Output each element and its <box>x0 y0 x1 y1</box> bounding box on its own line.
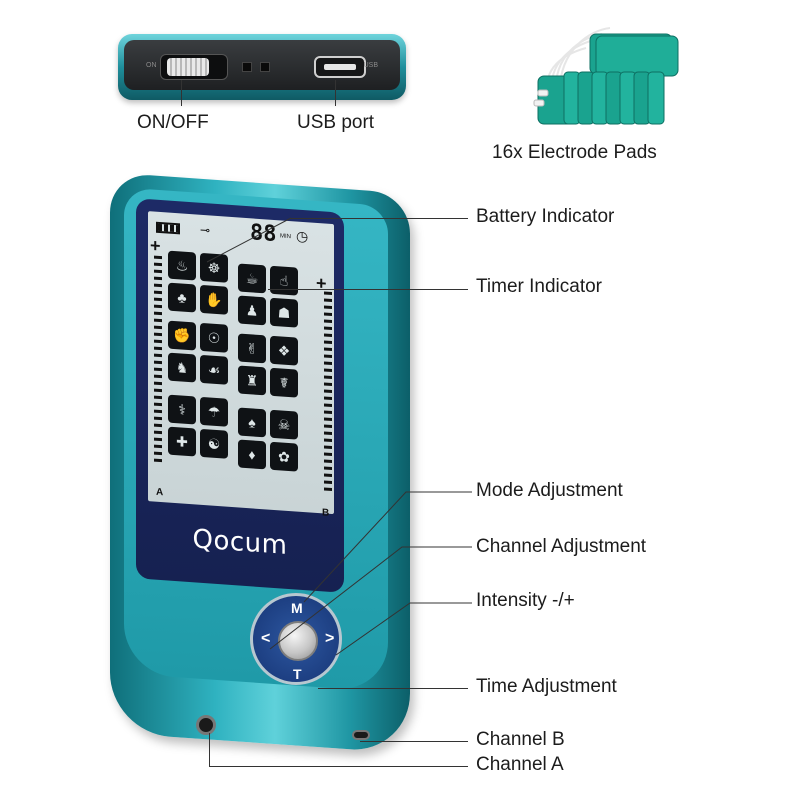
intensity-label: Intensity -/+ <box>476 590 575 611</box>
electrode-connectors <box>533 89 549 107</box>
mode-icon: ☂ <box>200 396 228 427</box>
channel-a-intensity-bars <box>154 255 162 467</box>
on-marking: ON <box>146 62 157 69</box>
mode-icon: ✿ <box>270 441 298 472</box>
intensity-callout-line <box>335 602 472 656</box>
usb-callout-line <box>335 80 336 106</box>
electrode-pad-stack-front <box>537 71 665 125</box>
mode-icon: ☤ <box>270 367 298 398</box>
mode-icon: ✚ <box>168 426 196 457</box>
mode-icon: ✊ <box>168 320 196 351</box>
mode-icon: ♟ <box>238 295 266 326</box>
mode-callout-line <box>303 491 472 603</box>
device-side-panel: ON USB <box>124 40 400 90</box>
time-callout-line <box>318 688 468 689</box>
battery-indicator-label: Battery Indicator <box>476 206 615 227</box>
battery-callout-diagonal <box>206 217 292 263</box>
mode-icon: ⚕ <box>168 394 196 425</box>
time-button[interactable]: T <box>293 666 302 682</box>
electrode-pad-stack-back <box>589 33 679 77</box>
channel-a-jack[interactable] <box>196 715 216 735</box>
mode-icon: ♠ <box>238 407 266 438</box>
mode-icon: ❖ <box>270 335 298 366</box>
mode-icons-a-3: ⚕ ☂ ✚ ☯ <box>168 394 228 459</box>
power-switch[interactable] <box>160 54 228 80</box>
mode-button[interactable]: M <box>291 600 303 616</box>
clock-icon: ◷ <box>296 227 309 245</box>
channel-a-marker: A <box>156 486 164 499</box>
on-off-callout-line <box>181 80 182 106</box>
mode-icon: ♨ <box>168 250 196 281</box>
indicator-light-1 <box>242 62 252 72</box>
channel-callout-line <box>269 546 472 650</box>
indicator-light-2 <box>260 62 270 72</box>
electrode-pads-label: 16x Electrode Pads <box>492 142 657 163</box>
time-adjustment-label: Time Adjustment <box>476 676 617 697</box>
battery-icon <box>156 221 180 235</box>
timer-callout-line <box>268 289 468 290</box>
mode-icon: ☠ <box>270 409 298 440</box>
channel-b-intensity-bars <box>324 291 332 495</box>
channel-left-button[interactable]: < <box>261 630 271 647</box>
mode-icon: ☝ <box>270 265 298 296</box>
device-side-view: ON USB <box>118 34 406 100</box>
mode-icons-b-1: ☕ ☝ ♟ ☗ <box>238 263 298 328</box>
timer-indicator-label: Timer Indicator <box>476 276 602 297</box>
channel-a-plus: + <box>150 235 161 257</box>
mode-icons-b-3: ♠ ☠ ♦ ✿ <box>238 407 298 472</box>
channel-b-callout-line <box>360 741 468 742</box>
channel-right-button[interactable]: > <box>325 630 335 647</box>
battery-callout-line <box>290 218 468 219</box>
mode-icon: ☯ <box>200 428 228 459</box>
mode-icon: ☙ <box>200 354 228 385</box>
mode-icon: ♦ <box>238 439 266 470</box>
channel-b-jack[interactable] <box>352 730 370 740</box>
usb-marking: USB <box>363 62 378 69</box>
usb-port-label: USB port <box>297 112 375 133</box>
mode-icon: ☉ <box>200 322 228 353</box>
on-off-label: ON/OFF <box>137 112 209 133</box>
channel-adjustment-label: Channel Adjustment <box>476 536 647 557</box>
mode-icons-b-2: ✌ ❖ ♜ ☤ <box>238 333 298 398</box>
mode-icons-a-2: ✊ ☉ ♞ ☙ <box>168 320 228 385</box>
mode-icon: ♜ <box>238 365 266 396</box>
mode-icon: ☗ <box>270 297 298 328</box>
mode-icon: ♣ <box>168 282 196 313</box>
channel-a-callout-line <box>209 766 468 767</box>
electrode-pads-illustration <box>533 27 679 125</box>
mode-icon: ✌ <box>238 333 266 364</box>
channel-a-label: Channel A <box>476 754 564 775</box>
mode-icon: ♞ <box>168 352 196 383</box>
mode-adjustment-label: Mode Adjustment <box>476 480 623 501</box>
mode-icon: ☕ <box>238 263 266 294</box>
channel-a-callout-vertical <box>209 733 210 767</box>
power-switch-knob[interactable] <box>167 58 209 76</box>
channel-b-label: Channel B <box>476 729 565 750</box>
mode-icon: ✋ <box>200 284 228 315</box>
usb-port[interactable] <box>314 56 366 78</box>
